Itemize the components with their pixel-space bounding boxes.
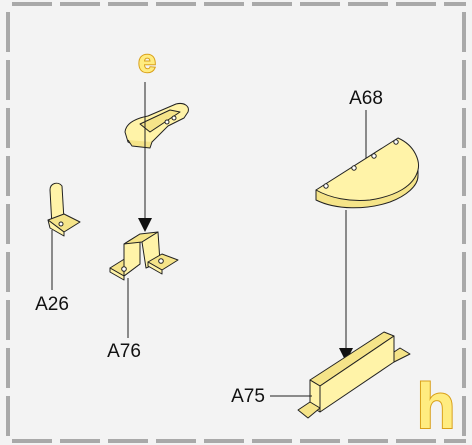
- clip-part-icon: [124, 103, 189, 149]
- arrow-clip-to-a76: [138, 82, 152, 232]
- step-marker-label: e: [138, 43, 156, 79]
- part-a76-icon: [109, 231, 179, 281]
- label-a68: A68: [349, 88, 383, 109]
- label-a26: A26: [35, 294, 69, 315]
- dashed-frame: [6, 2, 466, 443]
- label-a76: A76: [107, 341, 141, 362]
- part-a68-icon: [315, 137, 419, 209]
- part-a26-icon: [47, 182, 81, 237]
- arrow-a68-to-a75: [339, 210, 353, 362]
- panel-letter: h: [416, 370, 455, 442]
- part-a75-icon: [297, 331, 411, 419]
- label-a75: A75: [231, 386, 265, 407]
